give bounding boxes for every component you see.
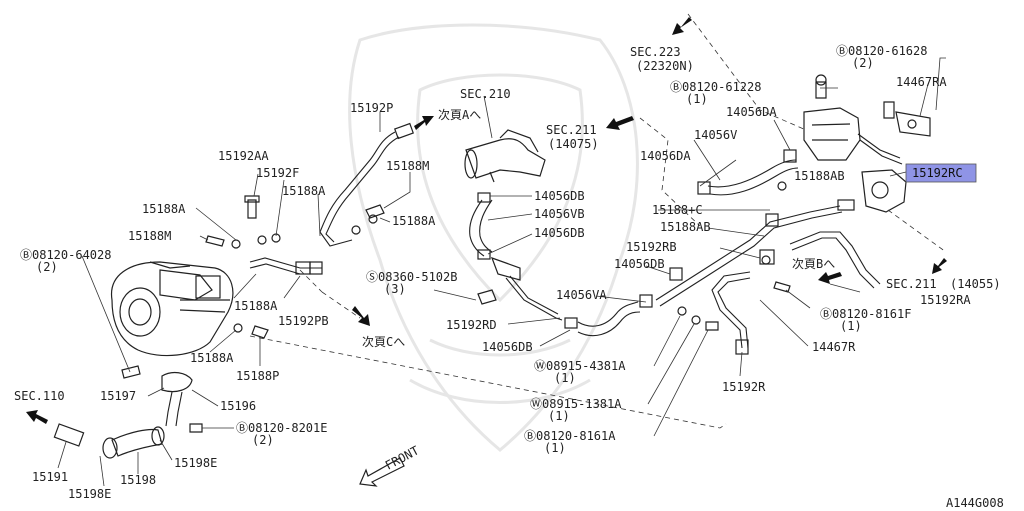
label-15188a-left[interactable]: 15188A (142, 202, 186, 216)
part-labels: SEC.223 (22320N) Ⓑ08120-61628 (2) Ⓑ08120… (14, 44, 1004, 510)
label-b08120-8201e[interactable]: Ⓑ08120-8201E (236, 421, 327, 435)
label-15192rd[interactable]: 15192RD (446, 318, 497, 332)
label-14056db-a[interactable]: 14056DB (534, 189, 585, 203)
leader-lines (57, 57, 946, 487)
label-b08120-8161a[interactable]: Ⓑ08120-8161A (524, 429, 616, 443)
label-sec110[interactable]: SEC.110 (14, 389, 65, 403)
label-b08120-61228-qty: (1) (686, 92, 708, 106)
label-14056db-c[interactable]: 14056DB (614, 257, 665, 271)
label-b08120-64028[interactable]: Ⓑ08120-64028 (20, 248, 111, 262)
highlight-15192rc[interactable] (905, 163, 977, 183)
label-b08120-8161f[interactable]: Ⓑ08120-8161F (820, 307, 911, 321)
pipe-15192rd (477, 257, 563, 321)
label-sec211-a[interactable]: SEC.211 (546, 123, 597, 137)
label-sec211-b[interactable]: SEC.211 (886, 277, 937, 291)
label-15192p[interactable]: 15192P (350, 101, 393, 115)
label-15192r[interactable]: 15192R (722, 380, 766, 394)
label-b08120-61628-qty: (2) (852, 56, 874, 70)
label-next-a[interactable]: 次頁Aへ (438, 108, 481, 122)
label-14467r[interactable]: 14467R (812, 340, 856, 354)
watermark-crest (348, 23, 639, 452)
hose-14056v (697, 149, 799, 196)
label-15192aa[interactable]: 15192AA (218, 149, 269, 163)
exhaust-pipe-15198 (53, 371, 203, 459)
hose-14056va (564, 294, 653, 337)
label-15192pb[interactable]: 15192PB (278, 314, 329, 328)
bracket-14467ra (803, 107, 931, 165)
label-15198e-a[interactable]: 15198E (174, 456, 217, 470)
label-15188m-left[interactable]: 15188M (128, 229, 171, 243)
dashed-reference-lines (249, 13, 947, 429)
label-next-b[interactable]: 次頁Bへ (792, 257, 835, 271)
label-15188a-top[interactable]: 15188A (392, 214, 436, 228)
label-15192f[interactable]: 15192F (256, 166, 299, 180)
label-s08360[interactable]: Ⓢ08360-5102B (366, 270, 457, 284)
label-15188m-top[interactable]: 15188M (386, 159, 429, 173)
label-15197[interactable]: 15197 (100, 389, 136, 403)
label-15188c[interactable]: 15188+C (652, 203, 703, 217)
label-b08120-61628[interactable]: Ⓑ08120-61628 (836, 44, 927, 58)
arrow-next-b (818, 272, 842, 284)
label-14056v[interactable]: 14056V (694, 128, 737, 142)
label-sec223[interactable]: SEC.223 (630, 45, 681, 59)
label-15191[interactable]: 15191 (32, 470, 68, 484)
arrow-sec223 (672, 17, 692, 35)
label-15192rc[interactable]: 15192RC (912, 166, 963, 180)
label-15198[interactable]: 15198 (120, 473, 156, 487)
oil-pipe-15192pb (249, 233, 323, 275)
arrow-sec110 (26, 410, 48, 424)
label-15198e-b[interactable]: 15198E (68, 487, 111, 501)
label-sec211-a-sub: (14075) (548, 137, 599, 151)
label-14056vb[interactable]: 14056VB (534, 207, 585, 221)
label-15188p[interactable]: 15188P (236, 369, 279, 383)
diagram-code: A144G008 (946, 496, 1004, 510)
label-14056da-upper[interactable]: 14056DA (726, 105, 777, 119)
arrow-next-a (414, 116, 434, 130)
label-sec223-sub: (22320N) (636, 59, 694, 73)
label-sec210[interactable]: SEC.210 (460, 87, 511, 101)
bolt-15188m (351, 204, 385, 235)
label-b08120-8161a-qty: (1) (544, 441, 566, 455)
label-w08915-4381a-qty: (1) (554, 371, 576, 385)
intake-elbow-sec210 (464, 129, 546, 183)
label-front: FRONT (383, 443, 421, 472)
label-15188ab-a[interactable]: 15188AB (794, 169, 845, 183)
label-15188a-mid[interactable]: 15188A (282, 184, 326, 198)
label-15192rb[interactable]: 15192RB (626, 240, 677, 254)
arrow-next-c (352, 306, 370, 326)
label-s08360-qty: (3) (384, 282, 406, 296)
pipe-15192ra (759, 231, 881, 289)
label-14056va[interactable]: 14056VA (556, 288, 607, 302)
hose-14056vb (469, 192, 493, 260)
label-w08915-1381a-qty: (1) (548, 409, 570, 423)
arrow-sec211-a (606, 116, 634, 130)
label-b08120-64028-qty: (2) (36, 260, 58, 274)
label-14056da-lower[interactable]: 14056DA (640, 149, 691, 163)
label-b08120-8161f-qty: (1) (840, 319, 862, 333)
label-15192ra[interactable]: 15192RA (920, 293, 971, 307)
label-sec211-b-sub: (14055) (950, 277, 1001, 291)
label-15188ab-b[interactable]: 15188AB (660, 220, 711, 234)
label-b08120-8201e-qty: (2) (252, 433, 274, 447)
label-w08915-4381a[interactable]: Ⓦ08915-4381A (534, 359, 626, 373)
pipe-15192r (711, 271, 751, 355)
label-14056db-b[interactable]: 14056DB (534, 226, 585, 240)
label-14467ra[interactable]: 14467RA (896, 75, 947, 89)
label-next-c[interactable]: 次頁Cへ (362, 335, 405, 349)
pipe-15192p (319, 122, 414, 247)
label-w08915-1381a[interactable]: Ⓦ08915-1381A (530, 397, 622, 411)
label-b08120-61228[interactable]: Ⓑ08120-61228 (670, 80, 761, 94)
right-fitting (837, 169, 907, 213)
label-15188a-low[interactable]: 15188A (234, 299, 278, 313)
arrow-sec211-b (932, 258, 947, 274)
front-arrow (359, 457, 405, 487)
label-15188a-bot[interactable]: 15188A (190, 351, 234, 365)
arrows (26, 17, 947, 487)
turbocharger (111, 261, 234, 357)
bolts-top-right (677, 74, 895, 331)
label-15196[interactable]: 15196 (220, 399, 256, 413)
label-14056db-d[interactable]: 14056DB (482, 340, 533, 354)
